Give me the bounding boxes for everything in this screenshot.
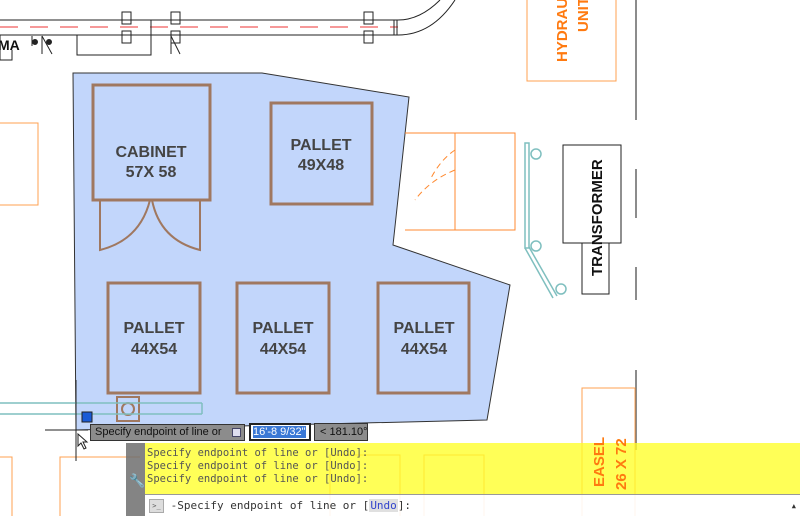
command-history: Specify endpoint of line or [Undo]: Spec… (145, 443, 800, 494)
command-input[interactable]: >_ -Specify endpoint of line or [Undo]: … (145, 494, 800, 517)
cabinet-size: 57X 58 (126, 164, 177, 181)
angle-value: < 181.10° (320, 426, 368, 438)
pallet-size: 44X54 (260, 341, 306, 358)
hydraulic-label-1: HYDRAULIC (554, 0, 571, 62)
pallet-49x48[interactable]: PALLET 49X48 (269, 101, 374, 206)
cabinet[interactable]: CABINET 57X 58 (91, 83, 212, 252)
distance-input[interactable]: 16'-8 9/32" (249, 423, 311, 441)
tooltip-text: Specify endpoint of line or (95, 426, 222, 438)
cabinet-label: CABINET (115, 144, 186, 161)
history-line: Specify endpoint of line or [Undo]: (147, 473, 369, 485)
distance-value: 16'-8 9/32" (253, 426, 306, 438)
pallet-44x54-3[interactable]: PALLET 44X54 (376, 281, 471, 395)
hydraulic-label-2: UNIT (575, 0, 592, 32)
angle-field[interactable]: < 181.10° (314, 423, 368, 441)
pallet-label: PALLET (123, 320, 184, 337)
command-line-handle[interactable]: 🔧 (126, 443, 145, 516)
pallet-size: 44X54 (131, 341, 177, 358)
pallet-label: PALLET (393, 320, 454, 337)
selection-region[interactable] (72, 72, 511, 431)
undo-option[interactable]: Undo (369, 499, 398, 512)
door-orange (405, 132, 516, 231)
pallet-44x54-1[interactable]: PALLET 44X54 (106, 281, 202, 395)
pallet-size: 49X48 (298, 157, 344, 174)
teal-lines (0, 402, 203, 415)
teal-gate (524, 142, 567, 299)
history-line: Specify endpoint of line or [Undo]: (147, 447, 369, 459)
pallet-size: 44X54 (401, 341, 447, 358)
prompt-prefix: -Specify endpoint of line or [ (170, 499, 370, 512)
crosshair-cursor (45, 380, 89, 461)
dynamic-input-tooltip: Specify endpoint of line or (90, 424, 245, 441)
wrench-icon[interactable]: 🔧 (129, 473, 146, 488)
options-down-icon[interactable] (232, 428, 241, 437)
history-line: Specify endpoint of line or [Undo]: (147, 460, 369, 472)
prompt-suffix: ]: (397, 499, 412, 512)
command-line-window: 🔧 Specify endpoint of line or [Undo]: Sp… (126, 443, 800, 517)
hydraulic-unit-outline[interactable] (526, 0, 617, 82)
history-expand-icon[interactable]: ▲ (791, 502, 796, 510)
grip-point[interactable] (81, 411, 93, 423)
pallet-label: PALLET (290, 137, 351, 154)
conveyor (0, 0, 456, 61)
transformer[interactable]: TRANSFORMER (562, 144, 622, 295)
pallet-44x54-2[interactable]: PALLET 44X54 (235, 281, 331, 395)
partial-label: MA (0, 37, 20, 53)
pallet-label: PALLET (252, 320, 313, 337)
transformer-label: TRANSFORMER (589, 159, 606, 276)
command-prompt-icon[interactable]: >_ (149, 499, 164, 513)
